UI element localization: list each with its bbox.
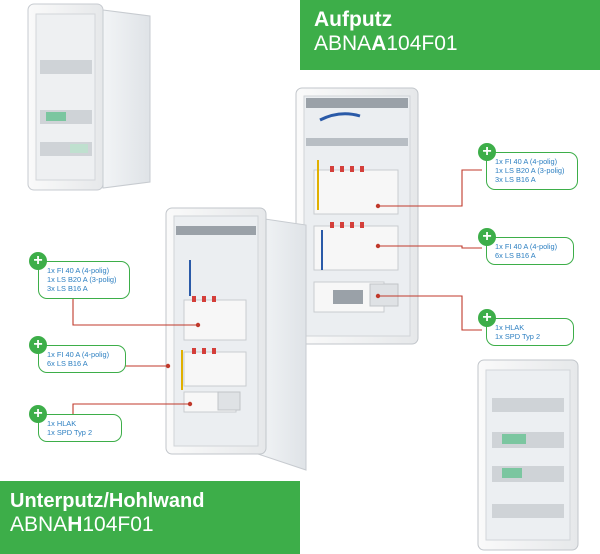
callout-right-3: 1x HLAK 1x SPD Typ 2 bbox=[486, 318, 574, 346]
banner-unterputz-title: Unterputz/Hohlwand bbox=[10, 490, 205, 512]
callout-left-1: 1x FI 40 A (4-polig) 1x LS B20 A (3-poli… bbox=[38, 261, 130, 299]
callout-left-2: 1x FI 40 A (4-polig) 6x LS B16 A bbox=[38, 345, 126, 373]
plus-icon: + bbox=[478, 143, 496, 161]
callout-left-3: 1x HLAK 1x SPD Typ 2 bbox=[38, 414, 122, 442]
plus-icon: + bbox=[29, 405, 47, 423]
board-unterputz bbox=[165, 207, 307, 471]
plus-icon: + bbox=[29, 252, 47, 270]
banner-aufputz: Aufputz ABNAA104F01 bbox=[300, 0, 600, 70]
banner-unterputz: Unterputz/Hohlwand ABNAH104F01 bbox=[0, 481, 300, 554]
plus-icon: + bbox=[478, 228, 496, 246]
banner-unterputz-code: ABNAH104F01 bbox=[10, 513, 154, 536]
callout-right-1: 1x FI 40 A (4-polig) 1x LS B20 A (3-poli… bbox=[486, 152, 578, 190]
board-bottom-right bbox=[477, 359, 579, 551]
board-aufputz bbox=[295, 87, 419, 345]
callout-right-2: 1x FI 40 A (4-polig) 6x LS B16 A bbox=[486, 237, 574, 265]
banner-aufputz-title: Aufputz bbox=[314, 8, 393, 31]
leader-dots bbox=[165, 203, 381, 407]
plus-icon: + bbox=[478, 309, 496, 327]
board-top-left bbox=[27, 3, 151, 191]
banner-aufputz-code: ABNAA104F01 bbox=[314, 32, 458, 56]
plus-icon: + bbox=[29, 336, 47, 354]
